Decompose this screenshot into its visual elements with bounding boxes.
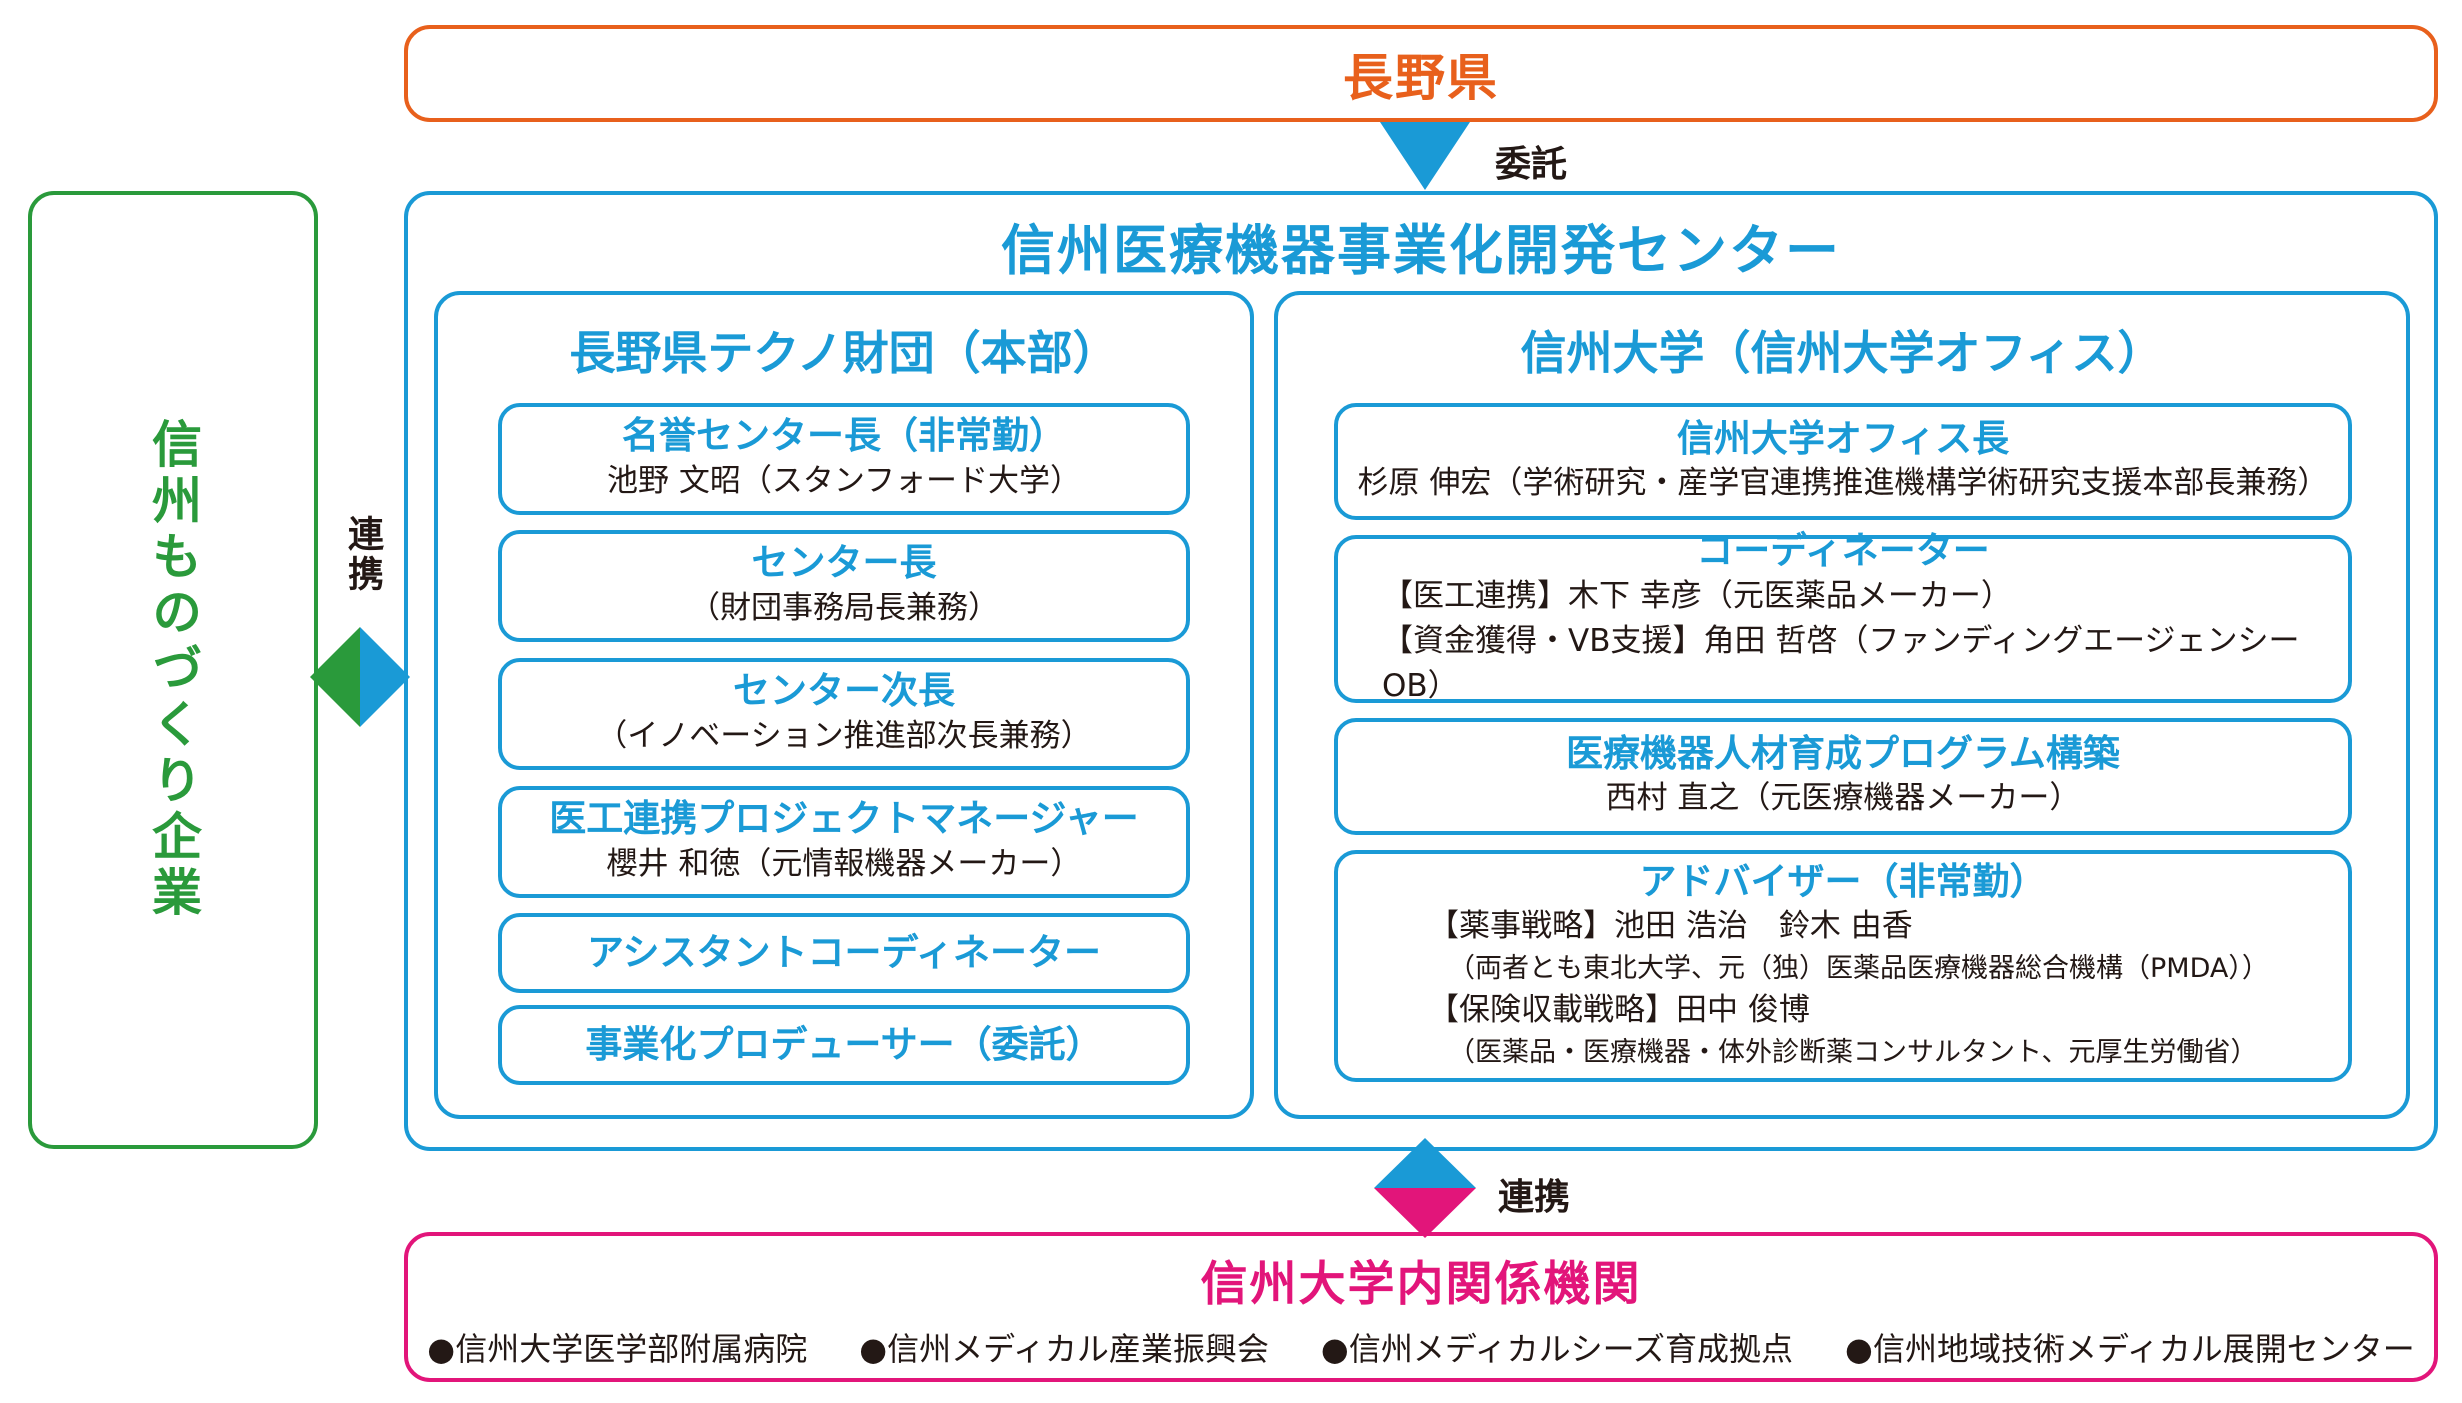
related-list: ●信州大学医学部附属病院 ●信州メディカル産業振興会 ●信州メディカルシーズ育成… <box>427 1324 2414 1370</box>
university-card: 医療機器人材育成プログラム構築 西村 直之（元医療機器メーカー） <box>1334 718 2352 835</box>
card-title: 医療機器人材育成プログラム構築 <box>1566 731 2120 775</box>
card-body: 杉原 伸宏（学術研究・産学官連携推進機構学術研究支援本部長兼務） <box>1357 465 2329 502</box>
card-body: （財団事務局長兼務） <box>689 589 999 626</box>
card-line: （両者とも東北大学、元（独）医薬品医療機器総合機構（PMDA）） <box>1448 953 2269 985</box>
card-lines: 【医工連携】木下 幸彦（元医薬品メーカー） 【資金獲得・VB支援】角田 哲啓（フ… <box>1338 574 2348 709</box>
related-item: ●信州メディカル産業振興会 <box>859 1329 1269 1368</box>
bottom-link-diamond-icon <box>1374 1138 1476 1238</box>
foundation-card: センター次長 （イノベーション推進部次長兼務） <box>498 658 1190 770</box>
foundation-card: アシスタントコーディネーター <box>498 913 1190 993</box>
enterprise-box: 信州ものづくり企業 <box>28 191 318 1149</box>
prefecture-title: 長野県 <box>1343 48 1499 107</box>
foundation-card: 事業化プロデューサー（委託） <box>498 1005 1190 1085</box>
card-title: 名誉センター長（非常勤） <box>622 414 1066 458</box>
foundation-title: 長野県テクノ財団（本部） <box>569 326 1119 380</box>
card-line: （医薬品・医療機器・体外診断薬コンサルタント、元厚生労働省） <box>1448 1037 2258 1069</box>
card-title: 医工連携プロジェクトマネージャー <box>549 797 1139 841</box>
university-card: 信州大学オフィス長 杉原 伸宏（学術研究・産学官連携推進機構学術研究支援本部長兼… <box>1334 403 2352 520</box>
foundation-card: 名誉センター長（非常勤） 池野 文昭（スタンフォード大学） <box>498 403 1190 515</box>
card-title: コーディネーター <box>1696 529 1990 573</box>
foundation-column <box>434 291 1254 1119</box>
university-card: コーディネーター 【医工連携】木下 幸彦（元医薬品メーカー） 【資金獲得・VB支… <box>1334 529 2352 704</box>
university-title: 信州大学（信州大学オフィス） <box>1520 326 2164 380</box>
commission-arrow-icon <box>1380 122 1470 190</box>
university-card: アドバイザー（非常勤） 【薬事戦略】池田 浩治 鈴木 由香 （両者とも東北大学、… <box>1334 850 2352 1082</box>
card-body: 池野 文昭（スタンフォード大学） <box>607 462 1081 499</box>
related-box: 信州大学内関係機関 ●信州大学医学部附属病院 ●信州メディカル産業振興会 ●信州… <box>404 1232 2438 1382</box>
card-body: （イノベーション推進部次長兼務） <box>596 717 1092 754</box>
foundation-card: 医工連携プロジェクトマネージャー 櫻井 和徳（元情報機器メーカー） <box>498 786 1190 898</box>
bottom-link-label: 連携 <box>1498 1177 1571 1218</box>
commission-label: 委託 <box>1495 144 1568 185</box>
card-line: 【資金獲得・VB支援】角田 哲啓（ファンディングエージェンシーOB） <box>1382 622 2300 704</box>
center-title: 信州医療機器事業化開発センター <box>1001 218 1841 282</box>
card-title: センター次長 <box>733 669 955 713</box>
left-link-diamond-icon <box>310 627 410 727</box>
related-item: ●信州地域技術メディカル展開センター <box>1845 1329 2415 1368</box>
card-title: センター長 <box>751 541 937 585</box>
card-lines: 【薬事戦略】池田 浩治 鈴木 由香 （両者とも東北大学、元（独）医薬品医療機器総… <box>1338 904 2348 1072</box>
related-item: ●信州メディカルシーズ育成拠点 <box>1320 1329 1794 1368</box>
card-title: 事業化プロデューサー（委託） <box>585 1022 1103 1066</box>
related-item: ●信州大学医学部附属病院 <box>427 1329 808 1368</box>
card-title: 信州大学オフィス長 <box>1676 416 2010 460</box>
university-column <box>1274 291 2410 1119</box>
card-line: 【保険収載戦略】田中 俊博 <box>1428 992 1810 1029</box>
card-body: 櫻井 和徳（元情報機器メーカー） <box>606 845 1082 882</box>
card-line: 【医工連携】木下 幸彦（元医薬品メーカー） <box>1382 577 2012 614</box>
foundation-card: センター長 （財団事務局長兼務） <box>498 530 1190 642</box>
left-link-label: 連携 <box>342 515 383 595</box>
card-title: アシスタントコーディネーター <box>587 930 1101 974</box>
card-line: 【薬事戦略】池田 浩治 鈴木 由香 <box>1428 908 1913 945</box>
prefecture-box: 長野県 <box>404 25 2438 122</box>
enterprise-title: 信州ものづくり企業 <box>144 418 202 922</box>
related-title: 信州大学内関係機関 <box>1200 1256 1642 1312</box>
card-body: 西村 直之（元医療機器メーカー） <box>1605 780 2081 817</box>
card-title: アドバイザー（非常勤） <box>1639 859 2047 903</box>
